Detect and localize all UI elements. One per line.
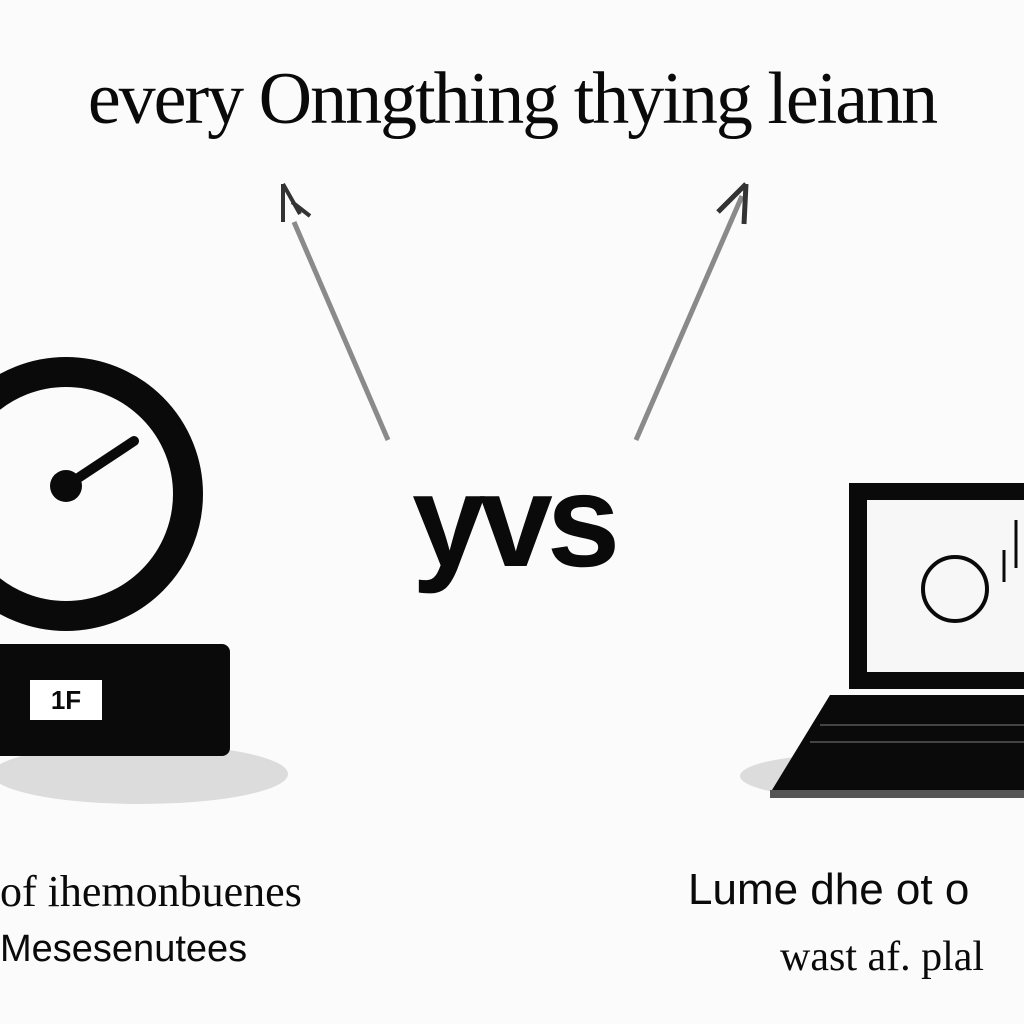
right-arrow <box>633 182 749 441</box>
gauge-base-label: 1F <box>30 680 102 720</box>
versus-label: yvs <box>412 447 620 594</box>
left-arrow <box>281 183 391 441</box>
right-caption-line2: wast af. plal <box>780 934 985 980</box>
gauge-icon <box>0 357 288 804</box>
laptop-icon <box>740 483 1024 798</box>
right-caption-line1: Lume dhe ot o <box>688 865 970 914</box>
diagram-title: every Onngthing thying leiann <box>87 58 938 140</box>
left-caption-line1: of ihemonbuenes <box>0 867 302 916</box>
left-caption-line2: Mesesenutees <box>0 928 248 970</box>
